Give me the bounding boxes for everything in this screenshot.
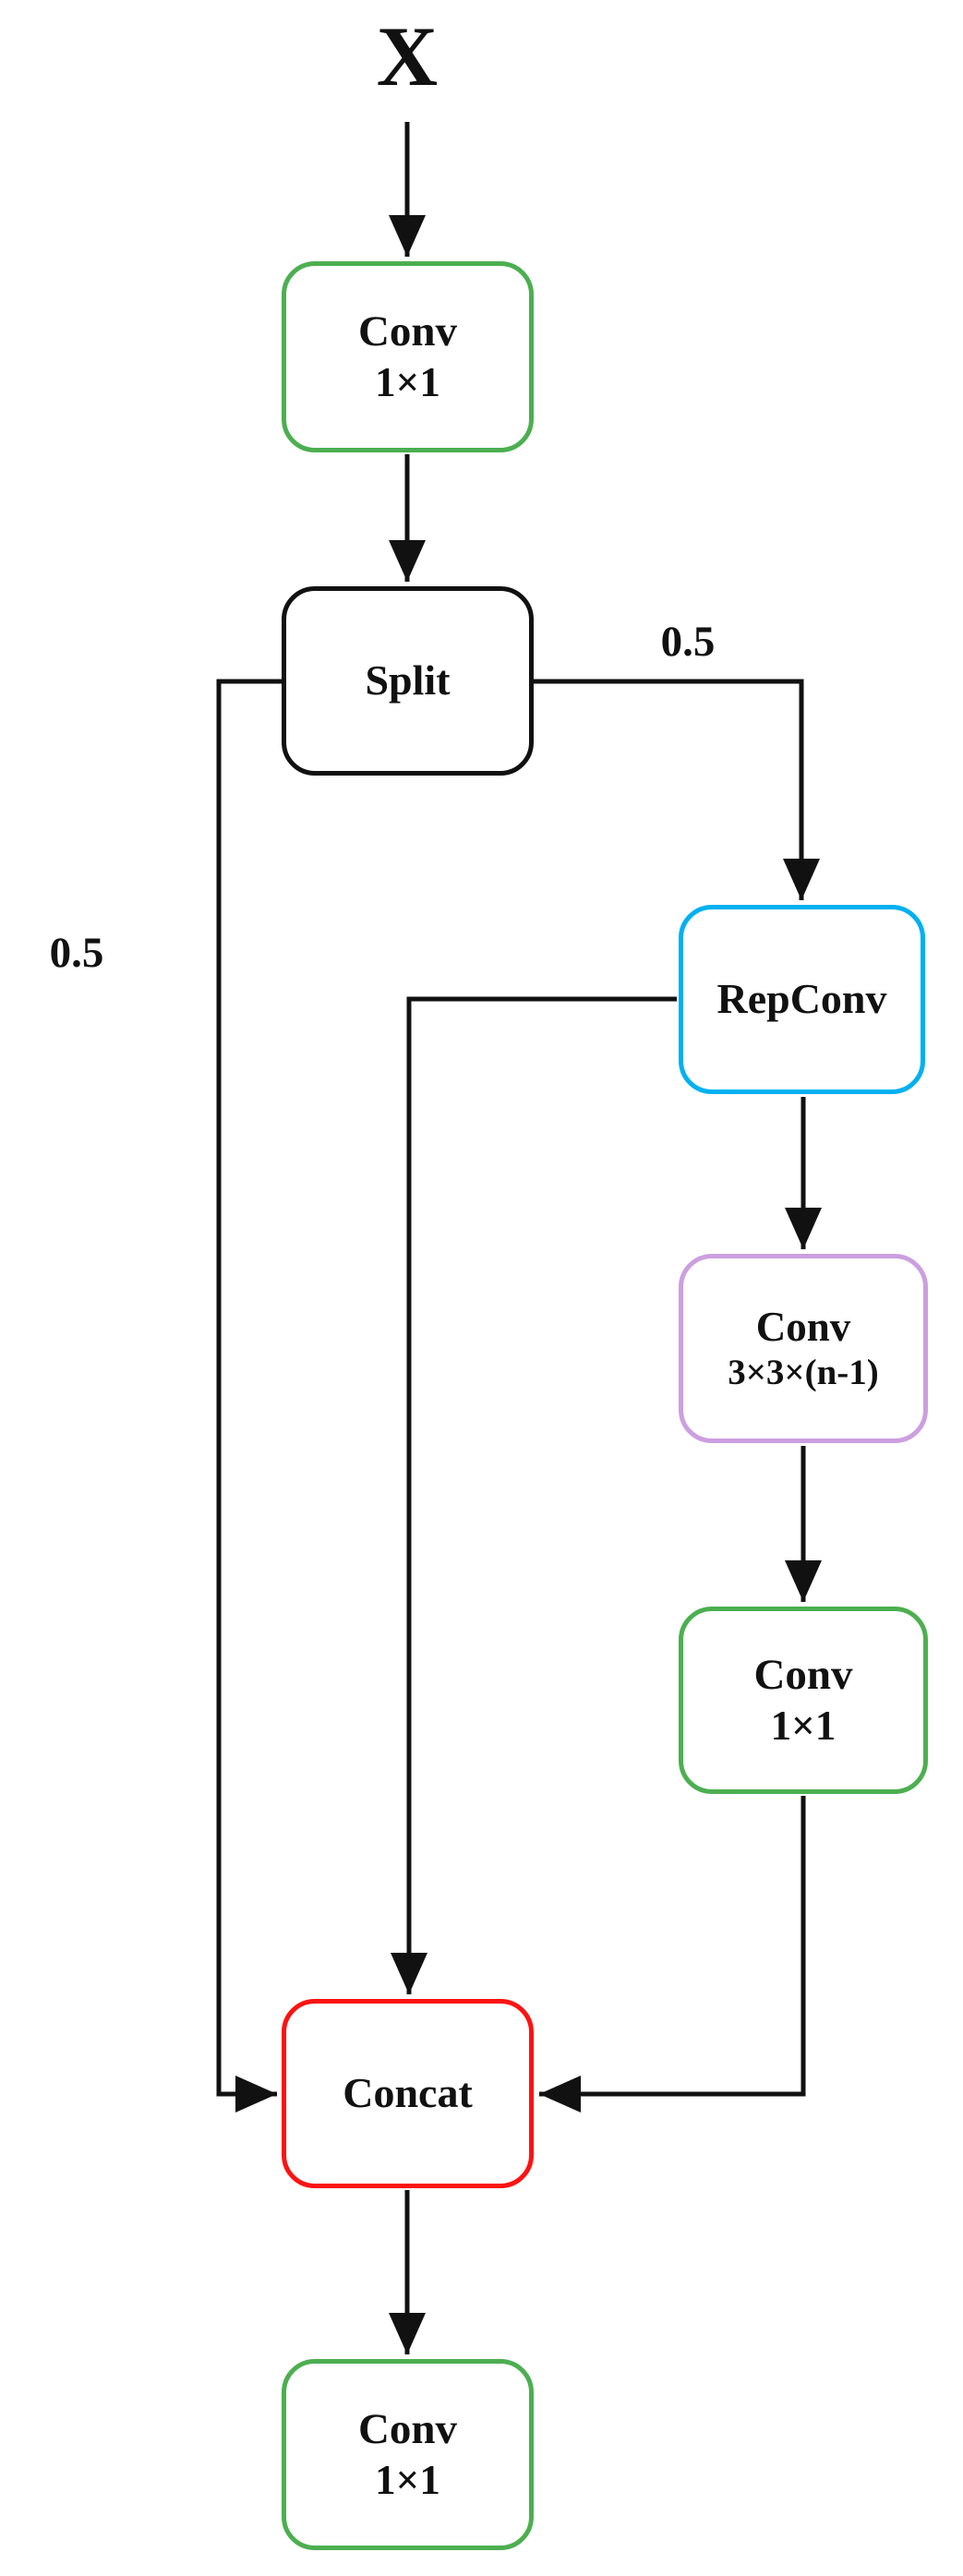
node-conv-3x3-kernel: 3×3×(n-1) bbox=[728, 1353, 879, 1393]
node-conv-right-label: Conv bbox=[753, 1651, 853, 1700]
node-concat: Concat bbox=[282, 1999, 534, 2188]
node-conv-3x3: Conv 3×3×(n-1) bbox=[679, 1254, 928, 1443]
node-concat-label: Concat bbox=[343, 2069, 473, 2117]
node-conv-top: Conv 1×1 bbox=[282, 261, 534, 452]
node-split: Split bbox=[282, 586, 534, 776]
node-conv-out-label: Conv bbox=[357, 2405, 458, 2454]
node-conv-top-label: Conv bbox=[357, 307, 458, 356]
node-repconv-label: RepConv bbox=[716, 975, 887, 1023]
node-conv-3x3-label: Conv bbox=[755, 1303, 851, 1350]
node-repconv: RepConv bbox=[679, 905, 925, 1094]
node-split-label: Split bbox=[365, 656, 451, 704]
node-conv-right: Conv 1×1 bbox=[679, 1607, 928, 1794]
node-conv-right-kernel: 1×1 bbox=[770, 1702, 837, 1749]
input-label-x: X bbox=[376, 9, 439, 103]
edge-split-to-repconv bbox=[534, 679, 820, 900]
node-conv-top-kernel: 1×1 bbox=[375, 358, 440, 405]
edge-split-to-concat-left bbox=[216, 679, 282, 2113]
node-conv-out: Conv 1×1 bbox=[282, 2359, 534, 2550]
edge-repconv-to-concat-top bbox=[391, 996, 677, 1994]
split-ratio-right-label: 0.5 bbox=[660, 618, 716, 666]
node-conv-out-kernel: 1×1 bbox=[375, 2456, 440, 2503]
split-ratio-left-label: 0.5 bbox=[49, 929, 104, 977]
edge-conv-right-to-concat-right bbox=[539, 1796, 806, 2113]
